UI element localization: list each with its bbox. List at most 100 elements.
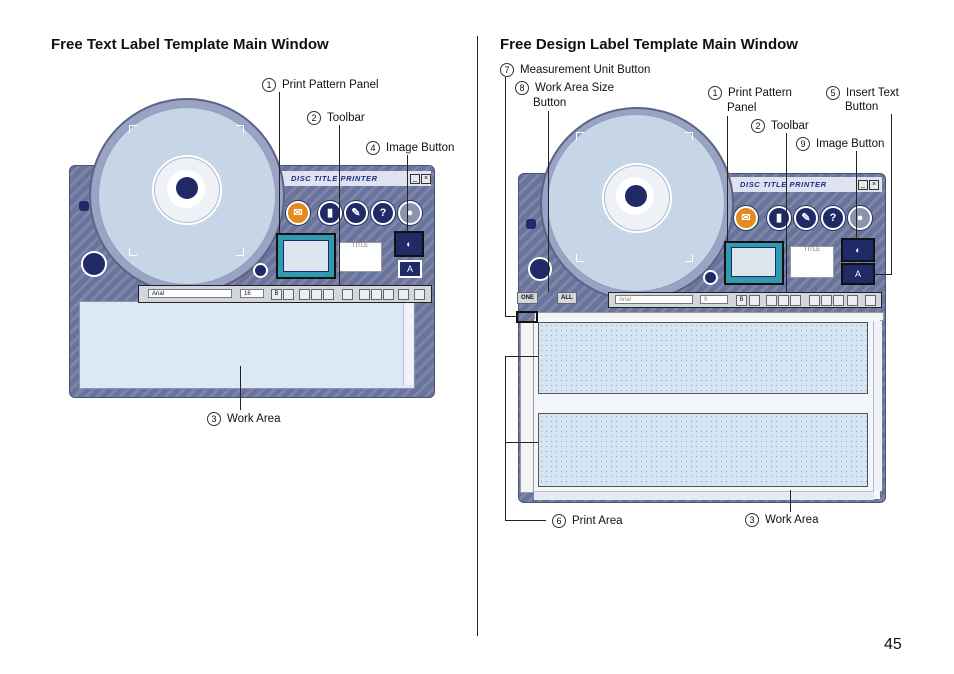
close-button[interactable]: ×: [421, 174, 431, 184]
copy-button[interactable]: [821, 295, 832, 306]
color-button[interactable]: [283, 289, 294, 300]
undo-button[interactable]: [847, 295, 858, 306]
title-bar: [730, 177, 882, 192]
new-file-icon[interactable]: ✉: [286, 201, 310, 225]
title-card[interactable]: TITLE: [338, 242, 382, 272]
align-right-button[interactable]: [790, 295, 801, 306]
work-area-size-all-button[interactable]: ALL: [557, 292, 577, 304]
eject-icon[interactable]: [526, 219, 536, 229]
leader-line: [873, 274, 891, 275]
frame-button[interactable]: [865, 295, 876, 306]
brand-logo: DISC TITLE PRINTER: [291, 174, 378, 183]
print-area-top: [538, 322, 868, 394]
insert-text-button[interactable]: A: [841, 263, 875, 285]
align-left-button[interactable]: [766, 295, 777, 306]
document-icon[interactable]: ▮: [767, 206, 791, 230]
print-pattern-thumbnail[interactable]: [283, 240, 329, 272]
color-button[interactable]: [749, 295, 760, 306]
font-select[interactable]: Arial: [148, 289, 232, 298]
leader-line: [505, 356, 506, 520]
paste-button[interactable]: [833, 295, 844, 306]
font-size-select[interactable]: 9: [700, 295, 728, 304]
zoom-icon[interactable]: [253, 263, 268, 278]
zoom-icon[interactable]: [703, 270, 718, 285]
align-right-button[interactable]: [323, 289, 334, 300]
close-button[interactable]: ×: [869, 180, 879, 190]
leader-line: [786, 133, 787, 292]
work-area-size-one-button[interactable]: ONE: [517, 292, 539, 304]
disc-corner-mark: [685, 254, 693, 262]
disc-corner-mark: [236, 125, 244, 133]
leader-line: [505, 356, 538, 357]
title-card[interactable]: TITLE: [790, 246, 834, 278]
image-button[interactable]: ◐: [394, 231, 424, 257]
font-select[interactable]: Arial: [615, 295, 693, 304]
stamp-icon[interactable]: ●: [398, 201, 422, 225]
disc-corner-mark: [129, 125, 137, 133]
title-bar: [279, 171, 431, 186]
disc-corner-mark: [685, 132, 693, 140]
column-divider: [477, 36, 478, 636]
leader-line: [548, 111, 549, 292]
disc-spindle: [625, 185, 647, 207]
copy-button[interactable]: [371, 289, 382, 300]
work-area-horizontal-scrollbar[interactable]: [534, 491, 874, 500]
leader-line: [790, 490, 791, 512]
leader-line: [727, 116, 728, 242]
callout-work-area-size-line2: Button: [533, 97, 567, 109]
leader-line: [407, 155, 408, 232]
work-area-scrollbar[interactable]: [403, 303, 413, 385]
disc-corner-mark: [576, 254, 584, 262]
print-pattern-thumbnail[interactable]: [731, 247, 776, 277]
minimize-button[interactable]: _: [410, 174, 420, 184]
document-icon[interactable]: ▮: [318, 201, 342, 225]
wrench-icon[interactable]: ✎: [794, 206, 818, 230]
disc-corner-mark: [236, 248, 244, 256]
disc-corner-mark: [129, 248, 137, 256]
align-center-button[interactable]: [778, 295, 789, 306]
help-icon[interactable]: ?: [821, 206, 845, 230]
align-center-button[interactable]: [311, 289, 322, 300]
align-left-button[interactable]: [299, 289, 310, 300]
paste-button[interactable]: [383, 289, 394, 300]
disc-corner-mark: [576, 132, 584, 140]
measurement-unit-button[interactable]: [516, 311, 538, 323]
cut-button[interactable]: [809, 295, 820, 306]
print-icon[interactable]: [81, 251, 107, 277]
eject-icon[interactable]: [79, 201, 89, 211]
work-area[interactable]: [79, 301, 415, 389]
left-heading: Free Text Label Template Main Window: [51, 36, 329, 53]
cut-button[interactable]: [359, 289, 370, 300]
stamp-icon[interactable]: ●: [848, 206, 872, 230]
image-button[interactable]: ◐: [841, 238, 875, 262]
new-file-icon[interactable]: ✉: [734, 206, 758, 230]
bold-button[interactable]: B: [271, 289, 282, 300]
bold-button[interactable]: B: [736, 295, 747, 306]
disc-preview: [547, 114, 725, 292]
right-heading: Free Design Label Template Main Window: [500, 36, 798, 53]
leader-line: [505, 316, 517, 317]
help-icon[interactable]: ?: [371, 201, 395, 225]
undo-button[interactable]: [398, 289, 409, 300]
wrench-icon[interactable]: ✎: [344, 201, 368, 225]
frame-button[interactable]: [342, 289, 353, 300]
leader-line: [240, 366, 241, 410]
leader-line: [505, 77, 506, 317]
font-size-select[interactable]: 16: [240, 289, 264, 298]
leader-line: [856, 151, 857, 239]
rotate-button[interactable]: [414, 289, 425, 300]
minimize-button[interactable]: _: [858, 180, 868, 190]
work-area-vertical-scrollbar[interactable]: [873, 321, 882, 491]
vertical-ruler: [520, 321, 534, 493]
text-style-icon[interactable]: A: [398, 260, 422, 278]
